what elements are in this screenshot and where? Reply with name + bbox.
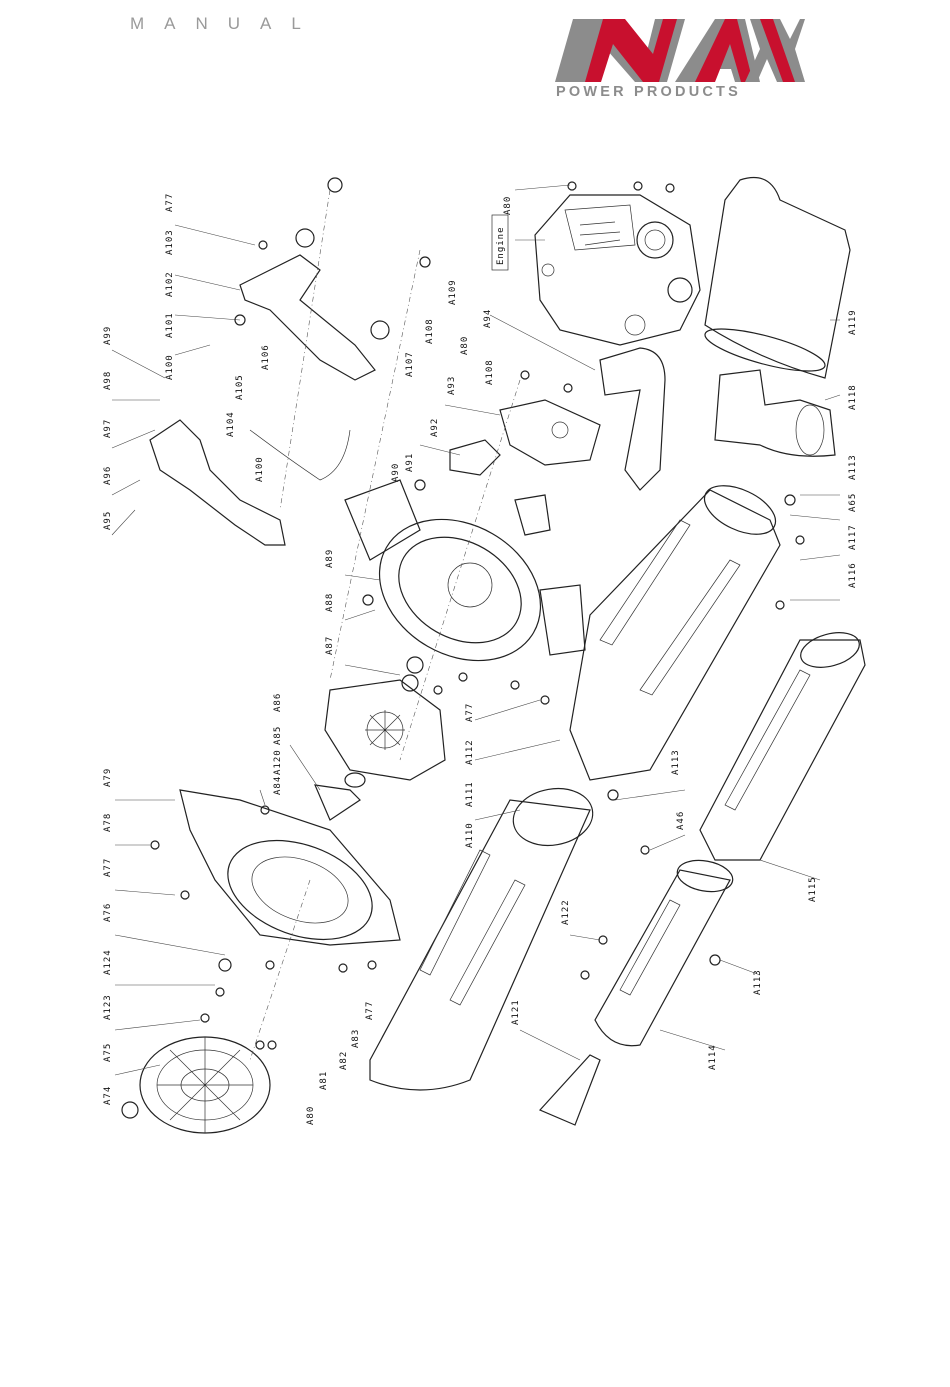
brand-tagline: POWER PRODUCTS bbox=[556, 84, 741, 100]
engine-part bbox=[534, 194, 701, 346]
callout-label: A46 bbox=[676, 811, 686, 830]
callout-label: A77 bbox=[365, 1001, 375, 1020]
callout-label: A108 bbox=[485, 359, 495, 385]
callout-label: A112 bbox=[465, 739, 475, 765]
callout-label: A110 bbox=[465, 822, 475, 848]
callout-label: A95 bbox=[103, 511, 113, 530]
callout-label: A80 bbox=[503, 196, 513, 215]
callout-label: A105 bbox=[235, 374, 245, 400]
fasteners bbox=[150, 177, 805, 1050]
callout-label: A107 bbox=[405, 351, 415, 377]
callout-label: A78 bbox=[103, 813, 113, 832]
callout-label: A103 bbox=[165, 229, 175, 255]
callout-label: A82 bbox=[339, 1051, 349, 1070]
manual-header: MANUAL bbox=[130, 14, 321, 33]
callout-label: A96 bbox=[103, 466, 113, 485]
callout-label: A89 bbox=[325, 549, 335, 568]
callout-label: A93 bbox=[447, 376, 457, 395]
callout-label: A76 bbox=[103, 903, 113, 922]
callout-label: A100 bbox=[165, 354, 175, 380]
tube-a115-part bbox=[699, 632, 866, 861]
callout-label: A92 bbox=[430, 418, 440, 437]
callout-label: A74 bbox=[103, 1086, 113, 1105]
callout-label: A65 bbox=[848, 493, 858, 512]
callout-label: A122 bbox=[561, 899, 571, 925]
callout-label: A80 bbox=[306, 1106, 316, 1125]
callout-label: A98 bbox=[103, 371, 113, 390]
callout-label: A118 bbox=[848, 384, 858, 410]
callout-label: A97 bbox=[103, 419, 113, 438]
callout-label: A80 bbox=[460, 336, 470, 355]
fan-cover-part bbox=[139, 1036, 271, 1134]
callout-label: A86 bbox=[273, 693, 283, 712]
bent-tube-part bbox=[599, 347, 666, 491]
callout-label: A90 bbox=[391, 463, 401, 482]
callout-label: A114 bbox=[708, 1044, 718, 1070]
callout-label: A116 bbox=[848, 562, 858, 588]
callout-label: A102 bbox=[165, 271, 175, 297]
callout-label: A77 bbox=[165, 193, 175, 212]
callout-label: A113 bbox=[671, 749, 681, 775]
callout-label: A84 bbox=[273, 776, 283, 795]
callout-label: A104 bbox=[226, 411, 236, 437]
callout-label: A77 bbox=[465, 703, 475, 722]
callout-label: A94 bbox=[483, 309, 493, 328]
tube-a111-part bbox=[569, 485, 781, 781]
fan-housing-part bbox=[344, 479, 586, 662]
callout-label: A108 bbox=[425, 318, 435, 344]
callout-label: A83 bbox=[351, 1029, 361, 1048]
callout-label: A87 bbox=[325, 636, 335, 655]
callout-label: A79 bbox=[103, 768, 113, 787]
impeller-part bbox=[324, 679, 446, 781]
callout-label: A119 bbox=[848, 309, 858, 335]
callout-label: A75 bbox=[103, 1043, 113, 1062]
leader-lines bbox=[111, 184, 841, 1076]
callout-label: A111 bbox=[465, 781, 475, 807]
callout-label: A123 bbox=[103, 994, 113, 1020]
callout-label: A121 bbox=[511, 999, 521, 1025]
callout-labels: A77 A103 A102 A101 A100 A99 A98 A97 A96 … bbox=[103, 193, 858, 1125]
callout-label: A120 bbox=[273, 749, 283, 775]
callout-label: A77 bbox=[103, 858, 113, 877]
engine-label-box bbox=[491, 214, 509, 271]
callout-label: A109 bbox=[448, 279, 458, 305]
nozzle-part bbox=[538, 1054, 601, 1126]
elbow-part bbox=[714, 369, 836, 457]
callout-label: A113 bbox=[753, 969, 763, 995]
callout-label: A88 bbox=[325, 593, 335, 612]
nax-logo bbox=[555, 19, 805, 82]
callout-label: A81 bbox=[319, 1071, 329, 1090]
callout-label: A117 bbox=[848, 524, 858, 550]
blower-half-part bbox=[179, 789, 401, 946]
callout-label: A124 bbox=[103, 949, 113, 975]
callout-label: A99 bbox=[103, 326, 113, 345]
bag-part bbox=[704, 176, 851, 379]
callout-label: A113 bbox=[848, 454, 858, 480]
plate-part bbox=[499, 399, 601, 466]
callout-label: A106 bbox=[261, 344, 271, 370]
callout-label: A85 bbox=[273, 726, 283, 745]
handle-part bbox=[239, 254, 376, 381]
callout-label: A100 bbox=[255, 456, 265, 482]
callout-label: A91 bbox=[405, 453, 415, 472]
callout-label: A115 bbox=[808, 876, 818, 902]
engine-label: Engine bbox=[496, 226, 506, 265]
callout-label: A101 bbox=[165, 312, 175, 338]
tube-a110-part bbox=[369, 787, 594, 1091]
tube-a114-part bbox=[594, 859, 734, 1047]
